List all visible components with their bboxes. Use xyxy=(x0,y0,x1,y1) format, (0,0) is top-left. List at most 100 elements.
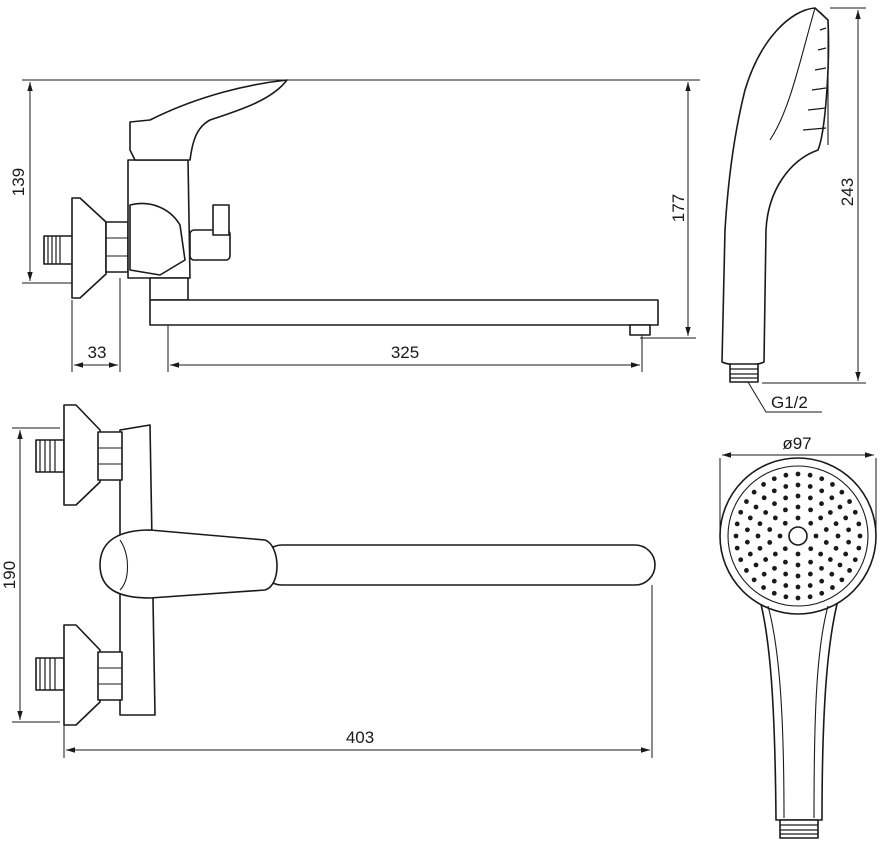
nozzle-dot xyxy=(847,499,852,504)
nozzle-dot xyxy=(843,515,849,521)
nozzle-dot xyxy=(734,521,740,527)
nozzle-dot xyxy=(772,501,777,507)
nozzle-dot xyxy=(761,482,766,487)
nozzle-dot xyxy=(819,565,824,571)
nozzle-dot xyxy=(783,484,789,489)
nozzle-dot xyxy=(808,546,814,552)
nozzle-dot xyxy=(833,521,839,527)
dim-label-diameter-97: ø97 xyxy=(782,434,811,453)
nozzle-dot xyxy=(753,504,759,510)
nozzle-dot xyxy=(807,472,813,478)
nozzle-dot xyxy=(847,568,852,573)
nozzle-dot xyxy=(744,527,750,533)
nozzle-dot xyxy=(771,590,777,596)
nozzle-dot xyxy=(818,515,824,521)
nozzle-dot xyxy=(837,562,843,568)
nozzle-dot xyxy=(795,584,801,590)
nozzle-dot xyxy=(771,488,777,494)
nozzle-dot xyxy=(795,493,801,499)
nozzle-dot xyxy=(744,499,749,504)
dim-label-403: 403 xyxy=(346,728,374,747)
dim-label-325: 325 xyxy=(391,343,419,362)
mixer-plan-view: 190 403 xyxy=(0,404,656,758)
nozzle-dot xyxy=(795,515,801,521)
nozzle-dot xyxy=(782,520,788,526)
nozzle-dot xyxy=(734,545,740,551)
nozzle-dot xyxy=(807,495,813,501)
nozzle-dot xyxy=(761,571,767,577)
mixer-side-view: 139 177 33 325 xyxy=(9,79,700,372)
nozzle-dot xyxy=(830,585,835,590)
nozzle-dot xyxy=(783,495,789,501)
nozzle-dot xyxy=(829,495,835,501)
nozzle-dot xyxy=(763,557,769,562)
nozzle-dot xyxy=(813,533,819,539)
nozzle-dot xyxy=(744,539,750,545)
nozzle-dot xyxy=(777,533,783,539)
nozzle-dot xyxy=(757,545,763,551)
nozzle-dot xyxy=(795,573,801,579)
dim-label-243: 243 xyxy=(838,178,857,206)
nozzle-dot xyxy=(852,557,858,563)
nozzle-dot xyxy=(819,501,824,507)
hand-shower-side-view: 243 G1/2 xyxy=(721,7,866,413)
nozzle-dot xyxy=(747,551,753,557)
nozzle-dot xyxy=(744,568,749,573)
nozzle-dot xyxy=(830,482,835,487)
spray-nozzles xyxy=(733,471,863,601)
nozzle-dot xyxy=(819,476,825,482)
nozzle-dot xyxy=(827,510,833,515)
nozzle-dot xyxy=(837,504,843,510)
hand-shower-front-view: ø97 xyxy=(719,434,877,839)
nozzle-dot xyxy=(808,520,814,526)
nozzle-dot xyxy=(846,527,852,533)
nozzle-dot xyxy=(839,489,845,495)
nozzle-dot xyxy=(795,551,801,557)
nozzle-dot xyxy=(757,521,763,527)
nozzle-dot xyxy=(829,571,835,577)
nozzle-dot xyxy=(795,471,801,477)
nozzle-dot xyxy=(783,594,789,600)
nozzle-dot xyxy=(767,527,773,532)
nozzle-dot xyxy=(807,571,813,577)
thread-label-g12: G1/2 xyxy=(771,393,808,412)
nozzle-dot xyxy=(795,562,801,568)
dim-label-177: 177 xyxy=(669,194,688,222)
nozzle-dot xyxy=(783,507,788,513)
nozzle-dot xyxy=(753,562,759,568)
nozzle-dot xyxy=(751,489,757,495)
nozzle-dot xyxy=(763,510,769,515)
nozzle-dot xyxy=(767,540,773,545)
nozzle-dot xyxy=(795,595,801,601)
nozzle-dot xyxy=(807,484,813,489)
nozzle-dot xyxy=(783,559,788,565)
nozzle-dot xyxy=(755,533,761,539)
nozzle-dot xyxy=(856,545,862,551)
nozzle-dot xyxy=(795,482,801,488)
nozzle-dot xyxy=(818,551,824,557)
nozzle-dot xyxy=(833,545,839,551)
nozzle-dot xyxy=(807,594,813,600)
nozzle-dot xyxy=(782,546,788,552)
dim-label-190: 190 xyxy=(0,561,19,589)
nozzle-dot xyxy=(771,578,777,584)
nozzle-dot xyxy=(733,533,739,539)
nozzle-dot xyxy=(783,472,789,478)
nozzle-dot xyxy=(747,515,753,521)
nozzle-dot xyxy=(843,551,849,557)
nozzle-dot xyxy=(819,488,825,494)
nozzle-dot xyxy=(823,527,829,532)
nozzle-dot xyxy=(846,539,852,545)
nozzle-dot xyxy=(751,577,757,583)
nozzle-dot xyxy=(738,557,744,563)
nozzle-dot xyxy=(807,583,813,588)
nozzle-dot xyxy=(852,509,858,515)
nozzle-dot xyxy=(839,577,845,583)
nozzle-dot xyxy=(819,578,825,584)
nozzle-dot xyxy=(772,551,778,557)
nozzle-dot xyxy=(808,559,813,565)
nozzle-dot xyxy=(835,533,841,539)
nozzle-dot xyxy=(827,557,833,562)
nozzle-dot xyxy=(819,590,825,596)
